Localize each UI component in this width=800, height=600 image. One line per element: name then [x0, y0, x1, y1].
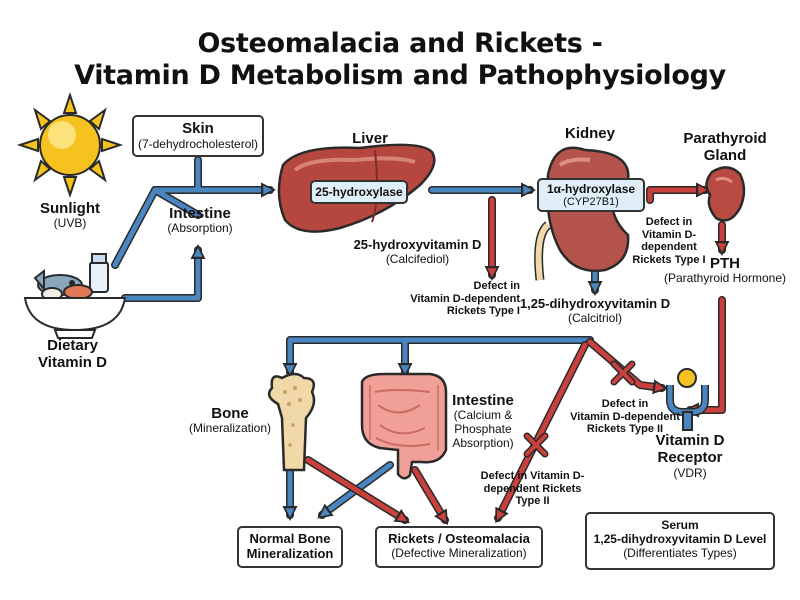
block-x-icon: [523, 432, 549, 458]
calcitriol-label: 1,25-dihydroxyvitamin D (Calcitriol): [515, 296, 675, 326]
red-pathway-arrows: [304, 182, 730, 526]
kidney-enzyme-sub: (CYP27B1): [563, 196, 619, 208]
intestine-absorption-sub: (Absorption): [167, 221, 233, 236]
dietary-line-1: Dietary: [47, 337, 98, 354]
defect-kidney-type1: Defect in Vitamin D- dependent Rickets T…: [628, 216, 710, 267]
bone-icon: [267, 372, 316, 472]
defect-vdr-line-1: Defect in: [601, 398, 649, 410]
defect-kidney-line-2: Vitamin D-: [641, 228, 697, 241]
title-line-2: Vitamin D Metabolism and Pathophysiology: [74, 60, 726, 91]
rickets-box: Rickets / Osteomalacia (Defective Minera…: [375, 526, 543, 568]
serum-line-2: 1,25-dihydroxyvitamin D Level: [593, 532, 767, 546]
defect-intestine-line-2: dependent Rickets: [483, 482, 582, 495]
normal-bone-line-2: Mineralization: [246, 546, 334, 561]
defect-liver-line-3: Rickets Type I: [446, 305, 520, 318]
normal-bone-box: Normal Bone Mineralization: [237, 526, 343, 568]
skin-sub: (7-dehydrocholesterol): [137, 137, 259, 151]
liver-label: Liver: [352, 130, 388, 147]
calcifediol-label: 25-hydroxyvitamin D (Calcifediol): [340, 237, 495, 267]
serum-sub: (Differentiates Types): [623, 546, 737, 560]
kidney-enzyme-box: 1α-hydroxylase (CYP27B1): [537, 178, 645, 212]
defect-intestine-line-3: Type II: [515, 495, 550, 508]
sunlight-sub: (UVB): [53, 216, 87, 231]
rickets-title: Rickets / Osteomalacia: [388, 531, 530, 546]
intestine-calcium-sub-3: Absorption): [452, 435, 514, 450]
intestine-calcium-sub-1: (Calcium &: [453, 408, 513, 423]
defect-intestine-line-1: Defect in Vitamin D-: [480, 470, 585, 482]
rickets-sub: (Defective Mineralization): [391, 546, 527, 560]
defect-kidney-line-3: dependent: [641, 241, 697, 254]
sunlight-label: Sunlight (UVB): [20, 200, 120, 231]
defect-vdr-line-2: Vitamin D-dependent: [570, 410, 680, 423]
liver-enzyme-box: 25-hydroxylase: [310, 180, 408, 204]
skin-box: Skin (7-dehydrocholesterol): [132, 115, 264, 157]
bone-label: Bone (Mineralization): [185, 405, 275, 436]
kidney-label: Kidney: [564, 125, 615, 142]
sun-icon: [16, 91, 124, 199]
vdr-line-1: Vitamin D: [655, 432, 725, 449]
intestine-calcium-title: Intestine: [452, 392, 514, 409]
pth-label: PTH (Parathyroid Hormone): [660, 255, 790, 286]
parathyroid-icon: [705, 166, 746, 222]
kidney-icon: [534, 146, 630, 281]
parathyroid-label: Parathyroid Gland: [675, 130, 775, 165]
parathyroid-line-2: Gland: [703, 147, 747, 165]
normal-bone-line-1: Normal Bone: [249, 531, 331, 546]
serum-line-1: Serum: [661, 518, 699, 532]
skin-label: Skin: [182, 120, 214, 137]
defect-vdr-type2: Defect in Vitamin D-dependent Rickets Ty…: [565, 398, 685, 436]
pth-title: PTH: [710, 255, 740, 272]
dietary-label: Dietary Vitamin D: [20, 337, 125, 372]
intestine-absorption-title: Intestine: [169, 205, 231, 222]
defect-vdr-line-3: Rickets Type II: [586, 423, 664, 436]
calcifediol-sub: (Calcifediol): [385, 251, 450, 266]
calcifediol-title: 25-hydroxyvitamin D: [353, 237, 482, 252]
defect-intestine-type2: Defect in Vitamin D- dependent Rickets T…: [470, 470, 595, 508]
intestine-absorption-label: Intestine (Absorption): [155, 205, 245, 236]
calcitriol-title: 1,25-dihydroxyvitamin D: [519, 296, 671, 311]
pth-sub: (Parathyroid Hormone): [663, 271, 787, 286]
food-bowl-icon: [23, 253, 127, 339]
calcitriol-sub: (Calcitriol): [568, 310, 622, 325]
intestine-icon: [360, 372, 448, 480]
defect-liver-line-1: Defect in: [473, 280, 520, 292]
intestine-calcium-label: Intestine (Calcium & Phosphate Absorptio…: [448, 392, 518, 451]
kidney-enzyme: 1α-hydroxylase: [546, 182, 636, 196]
dietary-line-2: Vitamin D: [38, 354, 107, 372]
parathyroid-line-1: Parathyroid: [683, 130, 767, 147]
defect-liver-type1: Defect in Vitamin D-dependent Rickets Ty…: [400, 280, 520, 318]
vdr-receptor-icon: [666, 368, 709, 431]
defect-liver-line-2: Vitamin D-dependent: [410, 292, 520, 305]
vdr-sub: (VDR): [673, 465, 707, 480]
bone-title: Bone: [211, 405, 249, 422]
sunlight-title: Sunlight: [40, 200, 100, 217]
bone-sub: (Mineralization): [188, 421, 272, 436]
vdr-label: Vitamin D Receptor (VDR): [645, 432, 735, 480]
vdr-line-2: Receptor: [657, 449, 723, 467]
intestine-calcium-sub-2: Phosphate: [454, 422, 512, 437]
defect-kidney-line-1: Defect in: [645, 216, 693, 228]
defect-kidney-line-4: Rickets Type I: [632, 253, 706, 266]
serum-box: Serum 1,25-dihydroxyvitamin D Level (Dif…: [585, 512, 775, 570]
block-x-icon: [610, 360, 636, 386]
title-line-1: Osteomalacia and Rickets -: [197, 28, 603, 59]
